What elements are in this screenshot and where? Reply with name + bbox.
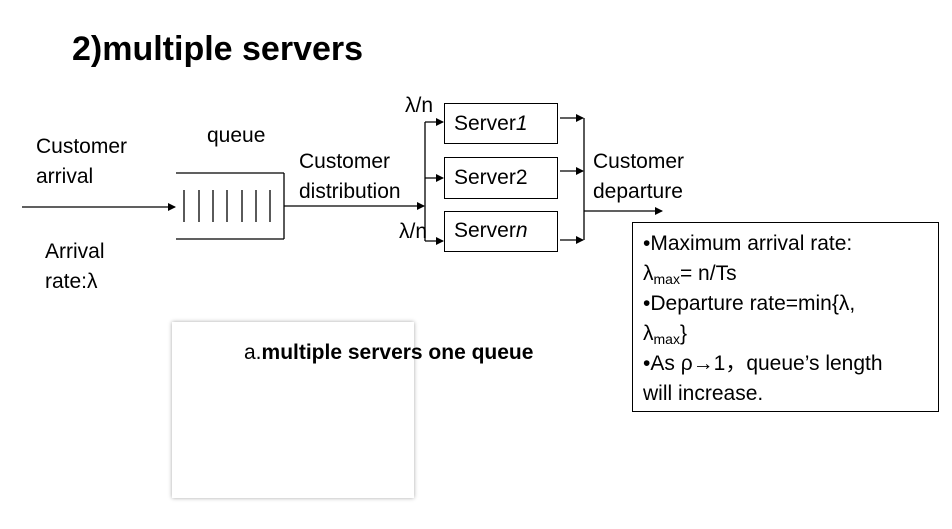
customer-arrival-label: Customer arrival: [36, 135, 128, 188]
info-line-lambda-max: λmax= n/Ts: [643, 262, 737, 287]
customer-distribution-label: Customer distribution: [299, 150, 401, 203]
info-line-increase: will increase.: [643, 382, 764, 405]
lambda-n-top-label: λ/n: [405, 94, 434, 117]
server-2-index: 2: [515, 166, 528, 189]
info-line-lambda-max-close: λmax}: [643, 322, 687, 347]
server-2-label: Server: [454, 166, 516, 189]
info-line-departure-rate: •Departure rate=min{λ,: [643, 292, 856, 315]
arrival-rate-label: Arrival rate:λ: [45, 240, 105, 293]
server-1-label: Server: [454, 112, 516, 135]
info-line-rho: •As ρ→1，queue’s length: [643, 352, 883, 375]
server-n-box: Servern: [444, 211, 558, 252]
diagram-caption: a.multiple servers one queue: [244, 341, 533, 365]
blank-panel: [172, 322, 414, 498]
queue-label: queue: [207, 124, 266, 147]
server-n-index: n: [515, 219, 528, 242]
lambda-n-bottom-label: λ/n: [399, 220, 428, 243]
server-1-box: Server1: [444, 103, 558, 144]
customer-departure-label: Customer departure: [593, 150, 685, 203]
slide-title: 2)multiple servers: [72, 30, 364, 68]
queue-buffer: [176, 172, 285, 240]
caption-prefix: a.: [244, 341, 262, 364]
server-n-label: Server: [454, 219, 516, 242]
server-2-box: Server2: [444, 157, 558, 199]
server-1-index: 1: [515, 112, 528, 135]
info-box: •Maximum arrival rate: λmax= n/Ts •Depar…: [632, 222, 939, 412]
info-line-max-arrival: •Maximum arrival rate:: [643, 232, 853, 255]
caption-text: multiple servers one queue: [261, 341, 534, 364]
